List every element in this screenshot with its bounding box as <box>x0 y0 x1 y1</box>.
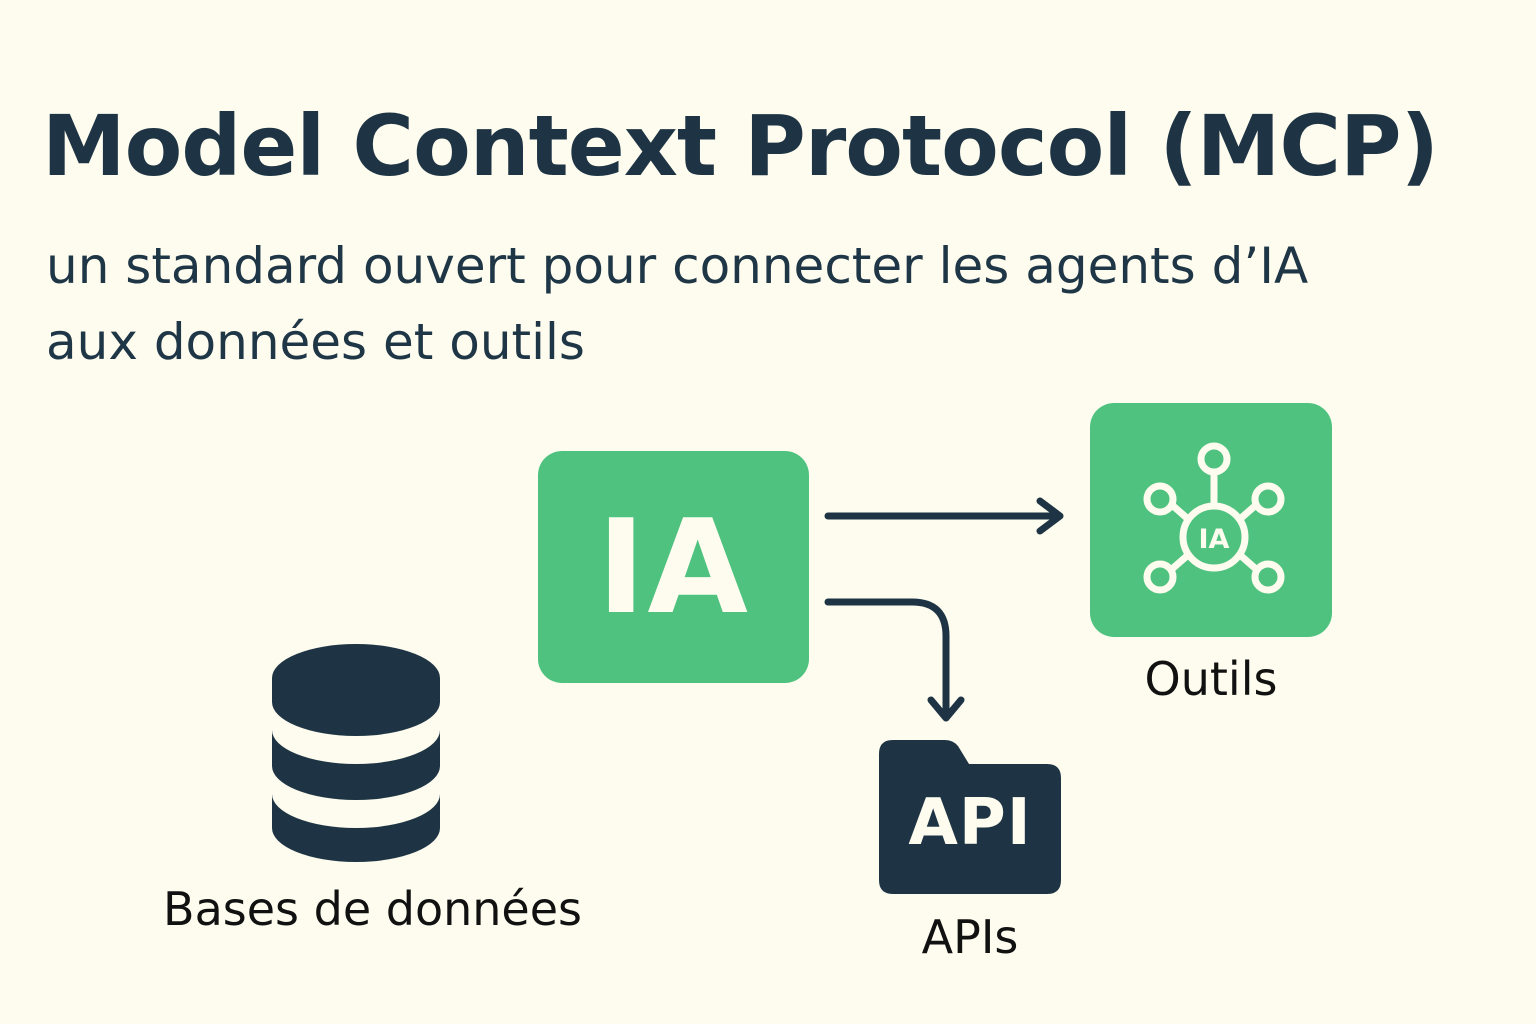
databases-label: Bases de données <box>163 882 582 936</box>
api-icon-text: API <box>908 786 1032 860</box>
outils-node: IA <box>1090 403 1332 637</box>
diagram-subtitle: un standard ouvert pour connecter les ag… <box>46 228 1308 380</box>
outils-label: Outils <box>1144 652 1278 706</box>
subtitle-line-1: un standard ouvert pour connecter les ag… <box>46 237 1309 295</box>
arrow-to-outils <box>824 497 1064 535</box>
apis-label: APIs <box>921 910 1019 964</box>
network-hub-icon: IA <box>1143 442 1285 594</box>
arrow-to-apis <box>824 598 965 722</box>
database-icon <box>272 644 440 862</box>
ia-node: IA <box>538 451 809 683</box>
folder-icon <box>879 740 1061 894</box>
diagram-title: Model Context Protocol (MCP) <box>42 97 1439 195</box>
ia-node-label: IA <box>597 491 750 643</box>
subtitle-line-2: aux données et outils <box>46 313 585 371</box>
outils-icon-text: IA <box>1199 524 1230 555</box>
